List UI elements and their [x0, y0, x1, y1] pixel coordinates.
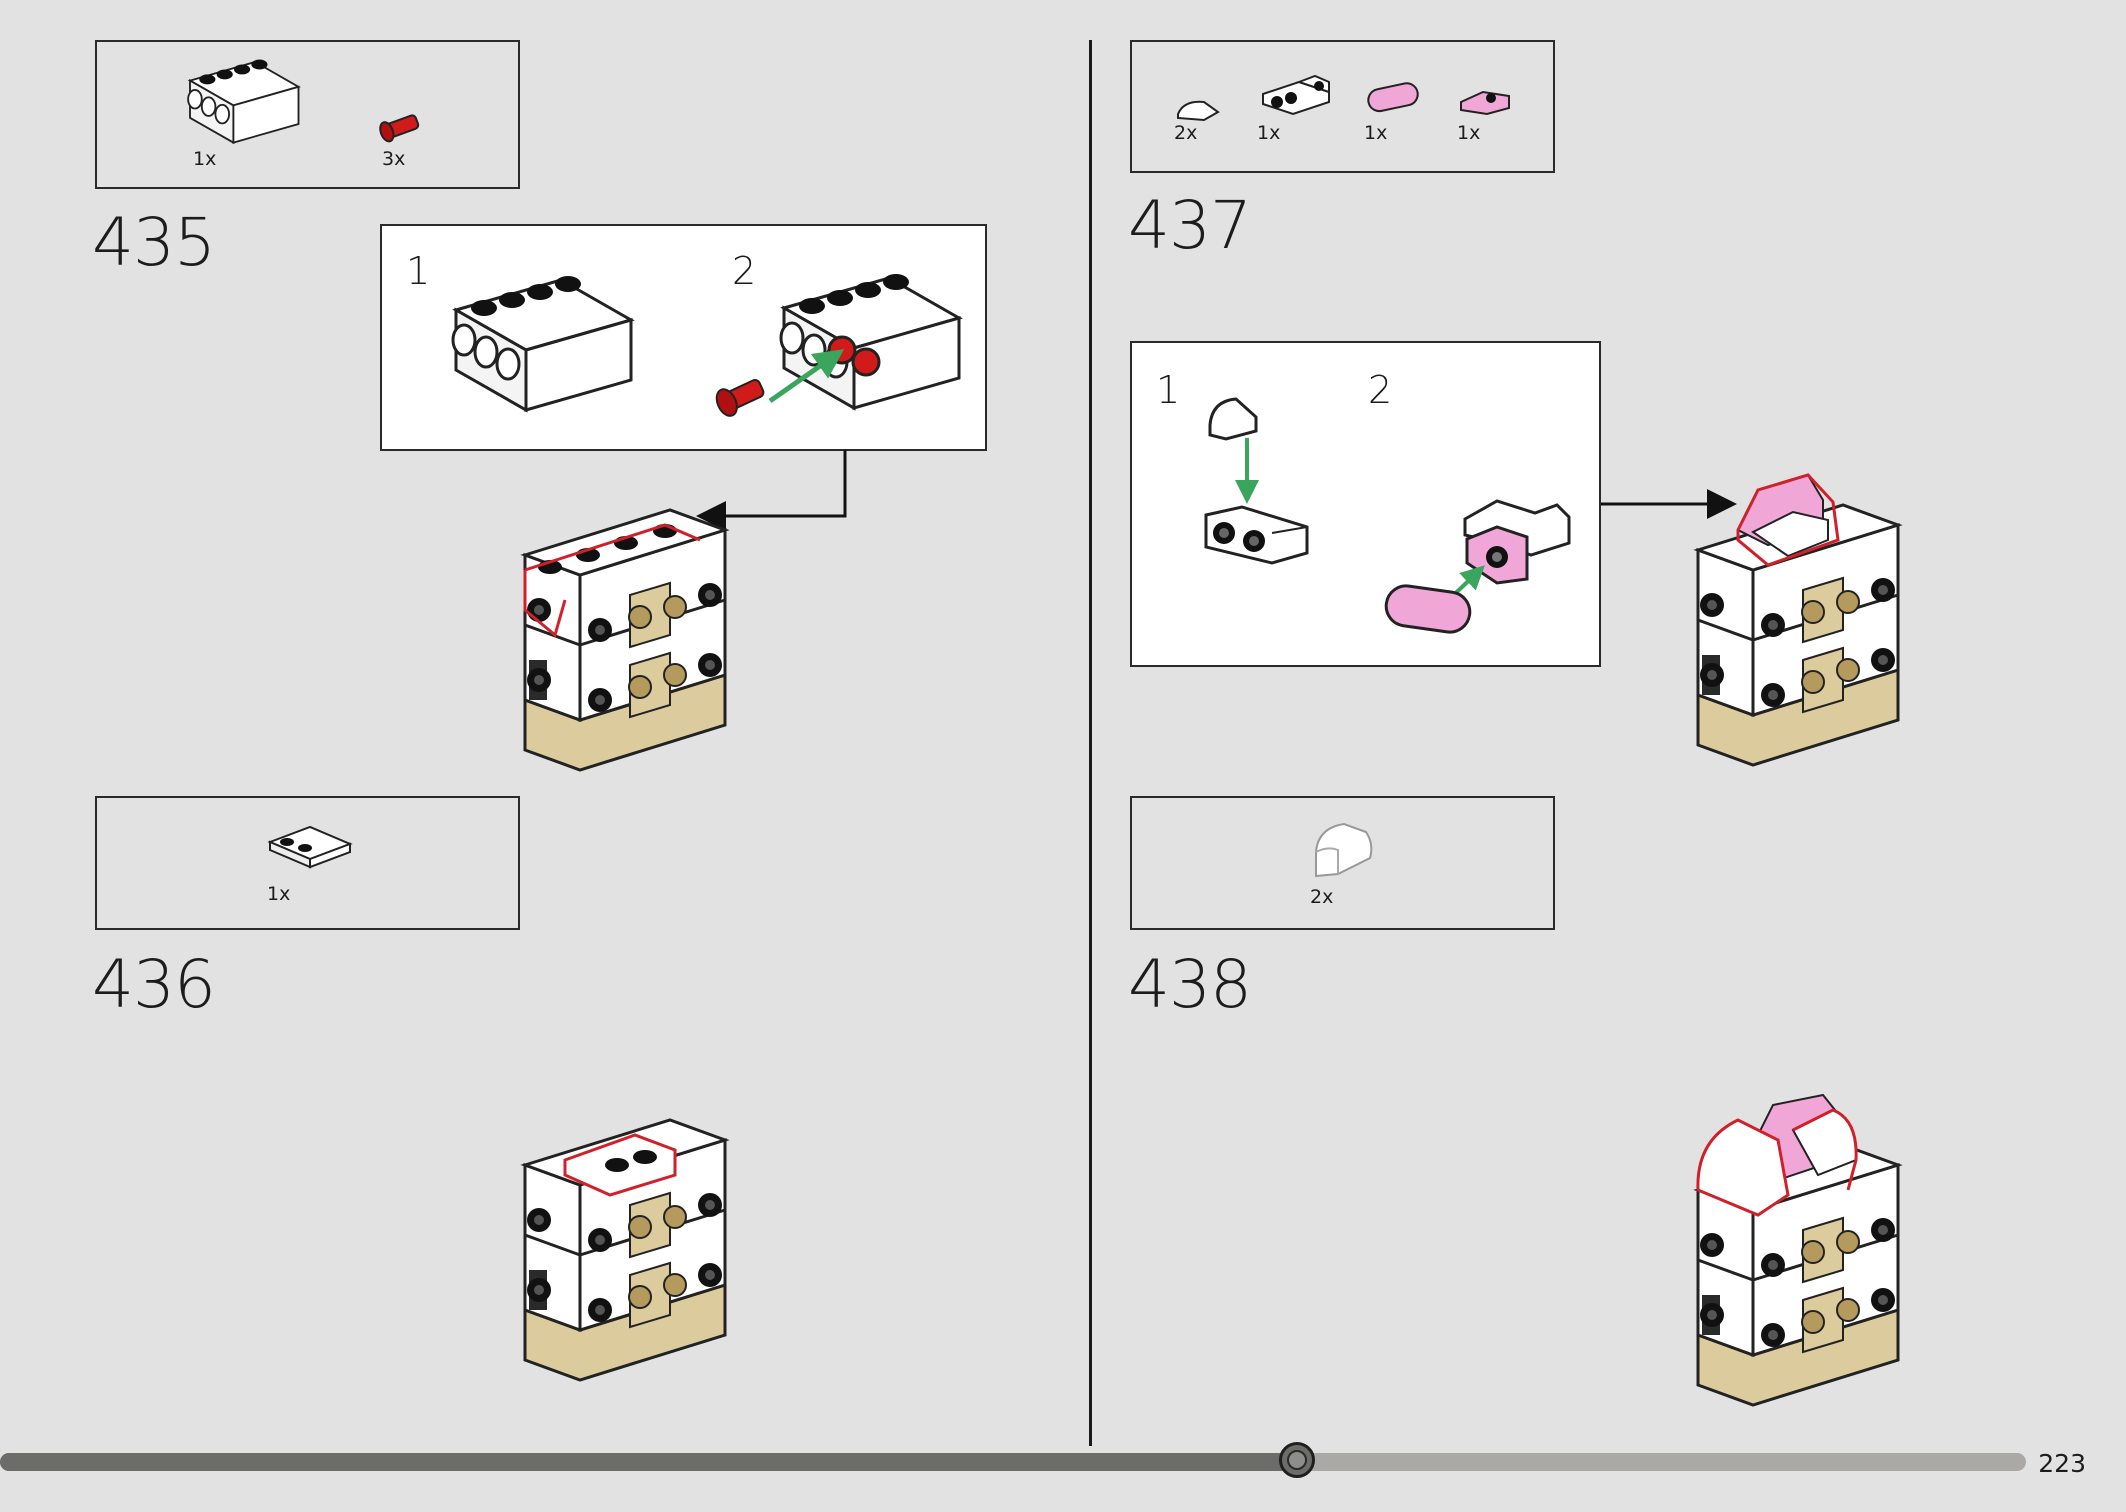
tile-round-pink-icon: [1384, 584, 1472, 634]
technic-pin-red-icon: [715, 379, 765, 417]
part-qty: 2x: [1310, 886, 1334, 908]
assembly-model-436: [523, 1118, 727, 1382]
insert-arrow: [1235, 438, 1259, 504]
tile-pin-pink-icon: [1460, 90, 1510, 116]
assembly-model-437: [1696, 473, 1900, 767]
step-number: 437: [1128, 187, 1252, 264]
part-qty: 1x: [193, 148, 217, 170]
progress-fill: [0, 1453, 1297, 1471]
sub-step-number: 2: [1368, 368, 1393, 412]
sub-step-number: 1: [406, 249, 431, 293]
sub-assembly-437: 1 2: [1130, 341, 1601, 667]
technic-brick-1x4-white-icon: [451, 274, 633, 412]
parts-list-438: 2x: [1130, 796, 1555, 930]
curved-slope-2x2-white-icon: [1315, 822, 1373, 878]
sub-step-number: 1: [1156, 368, 1181, 412]
technic-pin-red-icon: [379, 114, 420, 143]
part-qty: 1x: [1457, 122, 1481, 144]
bracket-assembly-icon: [1463, 499, 1571, 585]
tile-2x2-studs-white-icon: [267, 825, 353, 869]
step-number: 438: [1128, 946, 1252, 1023]
bracket-plate-white-icon: [1262, 74, 1330, 116]
assembly-model-438: [1696, 1093, 1900, 1407]
sub-step-number: 2: [732, 249, 757, 293]
parts-list-437: 2x 1x 1x 1x: [1130, 40, 1555, 173]
step-number: 436: [92, 946, 216, 1023]
assembly-model-435: [523, 508, 727, 772]
parts-list-436: 1x: [95, 796, 520, 930]
tile-round-pink-icon: [1367, 82, 1419, 113]
part-qty: 3x: [382, 148, 406, 170]
callout-arrow: [696, 450, 847, 531]
part-qty: 1x: [267, 883, 291, 905]
sub-assembly-435: 1 2: [380, 224, 987, 451]
part-qty: 2x: [1174, 122, 1198, 144]
progress-bar[interactable]: [0, 1442, 2026, 1478]
part-qty: 1x: [1257, 122, 1281, 144]
page-divider: [1089, 40, 1092, 1446]
step-number: 435: [92, 204, 216, 281]
part-qty: 1x: [1364, 122, 1388, 144]
technic-brick-1x4-white-icon: [187, 58, 300, 144]
parts-list-435: 1x 3x: [95, 40, 520, 189]
callout-arrow: [1601, 489, 1737, 519]
curved-slope-white-icon: [1177, 100, 1220, 122]
bracket-plate-white-icon: [1204, 505, 1309, 565]
page-number: 223: [2038, 1449, 2086, 1478]
insert-arrow: [768, 349, 845, 404]
progress-handle[interactable]: [1278, 1442, 1315, 1478]
curved-slope-white-icon: [1208, 397, 1258, 441]
